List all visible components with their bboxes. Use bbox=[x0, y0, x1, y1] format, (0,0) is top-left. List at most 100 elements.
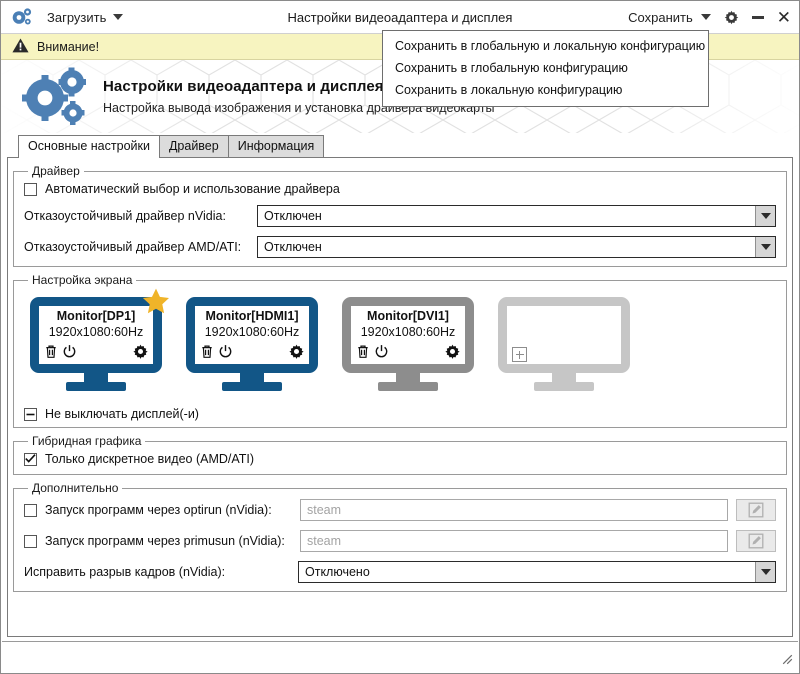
warning-triangle-icon bbox=[12, 37, 29, 56]
monitor-resolution: 1920x1080:60Hz bbox=[48, 325, 144, 339]
optirun-row: Запуск программ через optirun (nVidia): … bbox=[24, 499, 776, 521]
status-bar bbox=[2, 641, 798, 672]
monitor-stand-neck bbox=[552, 373, 576, 382]
power-icon[interactable] bbox=[374, 344, 389, 362]
monitor-screen-empty[interactable] bbox=[498, 297, 630, 373]
monitor-screen[interactable]: Monitor[DVI1] 1920x1080:60Hz bbox=[342, 297, 474, 373]
app-gears-icon bbox=[11, 7, 33, 27]
nvidia-fallback-row: Отказоустойчивый драйвер nVidia: Отключе… bbox=[24, 205, 776, 227]
optirun-edit-button[interactable] bbox=[736, 499, 776, 521]
load-menu-button[interactable]: Загрузить bbox=[43, 8, 127, 27]
monitor-actions bbox=[200, 344, 304, 362]
power-icon[interactable] bbox=[218, 344, 233, 362]
nvidia-fallback-label: Отказоустойчивый драйвер nVidia: bbox=[24, 209, 226, 223]
monitor-card-hdmi1[interactable]: Monitor[HDMI1] 1920x1080:60Hz bbox=[186, 297, 318, 391]
group-hybrid-graphics: Гибридная графика Только дискретное виде… bbox=[13, 434, 787, 475]
keep-display-on-row: Не выключать дисплей(-и) bbox=[24, 407, 776, 421]
plus-icon[interactable] bbox=[512, 347, 527, 362]
auto-driver-row: Автоматический выбор и использование дра… bbox=[24, 182, 776, 196]
primusun-checkbox[interactable] bbox=[24, 534, 37, 548]
nvidia-fallback-combobox[interactable]: Отключен bbox=[257, 205, 776, 227]
discrete-only-checkbox[interactable] bbox=[24, 452, 37, 466]
auto-driver-checkbox[interactable] bbox=[24, 182, 37, 196]
monitor-card-add-new[interactable] bbox=[498, 297, 630, 391]
monitor-screen[interactable]: Monitor[DP1] 1920x1080:60Hz bbox=[30, 297, 162, 373]
partial-check-icon bbox=[26, 413, 35, 415]
chevron-down-icon[interactable] bbox=[755, 206, 775, 226]
minimize-button[interactable] bbox=[751, 15, 764, 19]
monitor-actions bbox=[44, 344, 148, 362]
save-menu-button[interactable]: Сохранить bbox=[628, 10, 711, 25]
save-menu-item-global[interactable]: Сохранить в глобальную конфигурацию bbox=[395, 61, 628, 75]
checkmark-icon bbox=[25, 454, 36, 463]
tearfree-row: Исправить разрыв кадров (nVidia): Отключ… bbox=[24, 561, 776, 583]
chevron-down-icon[interactable] bbox=[755, 237, 775, 257]
monitor-card-dp1[interactable]: Monitor[DP1] 1920x1080:60Hz bbox=[30, 288, 169, 391]
primusun-edit-button[interactable] bbox=[736, 530, 776, 552]
optirun-input[interactable]: steam bbox=[300, 499, 728, 521]
keep-display-on-checkbox[interactable] bbox=[24, 407, 37, 421]
tab-label: Драйвер bbox=[168, 139, 219, 153]
primary-star-icon bbox=[142, 288, 170, 318]
chevron-down-icon[interactable] bbox=[755, 562, 775, 582]
monitor-card-dvi1[interactable]: Monitor[DVI1] 1920x1080:60Hz bbox=[342, 297, 474, 391]
banner-gears-logo-icon bbox=[17, 66, 95, 128]
save-menu-item-global-and-local[interactable]: Сохранить в глобальную и локальную конфи… bbox=[395, 39, 706, 53]
group-driver: Драйвер Автоматический выбор и использов… bbox=[13, 164, 787, 267]
tearfree-combobox[interactable]: Отключено bbox=[298, 561, 776, 583]
group-screen-setup-legend: Настройка экрана bbox=[32, 273, 133, 287]
monitor-resolution: 1920x1080:60Hz bbox=[360, 325, 456, 339]
tearfree-label: Исправить разрыв кадров (nVidia): bbox=[24, 565, 226, 579]
gear-icon[interactable] bbox=[445, 344, 460, 362]
power-icon[interactable] bbox=[62, 344, 77, 362]
tab-page-main-settings: Драйвер Автоматический выбор и использов… bbox=[7, 157, 793, 637]
amd-fallback-combobox[interactable]: Отключен bbox=[257, 236, 776, 258]
optirun-label[interactable]: Запуск программ через optirun (nVidia): bbox=[45, 503, 272, 517]
primusun-input[interactable]: steam bbox=[300, 530, 728, 552]
tab-information[interactable]: Информация bbox=[227, 135, 325, 157]
amd-fallback-value: Отключен bbox=[264, 240, 322, 254]
gear-icon bbox=[724, 10, 738, 24]
gear-icon[interactable] bbox=[133, 344, 148, 362]
trash-icon[interactable] bbox=[356, 344, 370, 362]
minimize-icon bbox=[751, 15, 764, 19]
title-bar-right: Сохранить ✕ bbox=[628, 9, 791, 26]
monitor-stand-base bbox=[534, 382, 594, 391]
settings-gear-button[interactable] bbox=[724, 10, 739, 25]
optirun-checkbox[interactable] bbox=[24, 503, 37, 517]
tab-label: Основные настройки bbox=[28, 139, 150, 153]
trash-icon[interactable] bbox=[44, 344, 58, 362]
tab-driver[interactable]: Драйвер bbox=[158, 135, 229, 157]
monitor-name: Monitor[HDMI1] bbox=[205, 309, 299, 323]
primusun-row: Запуск программ через primusun (nVidia):… bbox=[24, 530, 776, 552]
monitor-stand-base bbox=[66, 382, 126, 391]
auto-driver-label[interactable]: Автоматический выбор и использование дра… bbox=[45, 182, 340, 196]
title-bar-left: Загрузить bbox=[11, 7, 127, 27]
monitor-name: Monitor[DVI1] bbox=[367, 309, 449, 323]
monitor-stand-base bbox=[222, 382, 282, 391]
group-screen-setup: Настройка экрана Monitor[DP1] 1920x1080:… bbox=[13, 273, 787, 428]
save-menu-item-local[interactable]: Сохранить в локальную конфигурацию bbox=[395, 83, 623, 97]
save-dropdown-menu: Сохранить в глобальную и локальную конфи… bbox=[382, 30, 709, 107]
banner-title: Настройки видеоадаптера и дисплея bbox=[103, 78, 384, 95]
amd-fallback-row: Отказоустойчивый драйвер AMD/ATI: Отключ… bbox=[24, 236, 776, 258]
monitor-resolution: 1920x1080:60Hz bbox=[204, 325, 300, 339]
resize-grip-icon[interactable] bbox=[780, 652, 793, 668]
monitor-screen[interactable]: Monitor[HDMI1] 1920x1080:60Hz bbox=[186, 297, 318, 373]
primusun-label[interactable]: Запуск программ через primusun (nVidia): bbox=[45, 534, 285, 548]
group-driver-legend: Драйвер bbox=[32, 164, 80, 178]
keep-display-on-label[interactable]: Не выключать дисплей(-и) bbox=[45, 407, 199, 421]
close-button[interactable]: ✕ bbox=[777, 9, 791, 26]
pencil-square-icon bbox=[748, 502, 764, 518]
discrete-only-label[interactable]: Только дискретное видео (AMD/ATI) bbox=[45, 452, 255, 466]
nvidia-fallback-value: Отключен bbox=[264, 209, 322, 223]
tab-strip: Основные настройки Драйвер Информация bbox=[1, 133, 799, 158]
gear-icon[interactable] bbox=[289, 344, 304, 362]
group-additional-legend: Дополнительно bbox=[32, 481, 119, 495]
trash-icon[interactable] bbox=[200, 344, 214, 362]
monitor-stand-neck bbox=[240, 373, 264, 382]
tab-main-settings[interactable]: Основные настройки bbox=[18, 135, 160, 158]
pencil-square-icon bbox=[748, 533, 764, 549]
monitor-stand-base bbox=[378, 382, 438, 391]
